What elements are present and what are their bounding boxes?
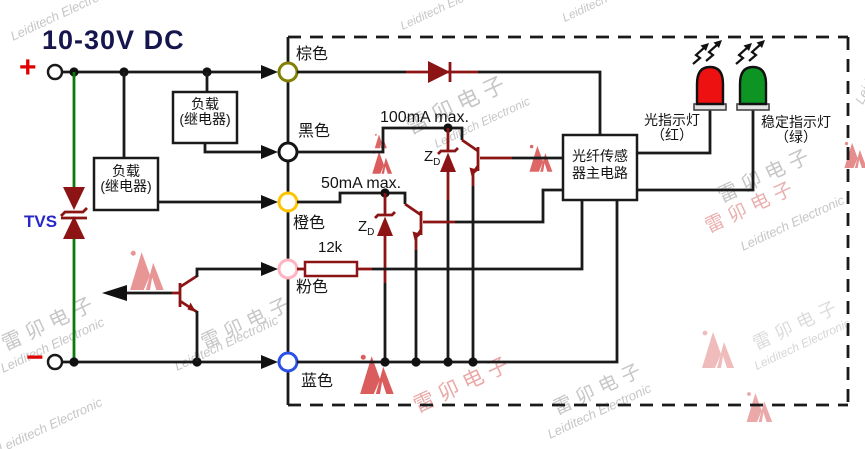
- load-relay-box-2: [92, 72, 262, 212]
- tvs-label: TVS: [24, 212, 58, 231]
- green-led-icon: [738, 65, 768, 106]
- brown-wire-diode: [297, 61, 602, 135]
- load-label-line1: 负载: [191, 96, 219, 112]
- indicator-green-led: [637, 40, 770, 192]
- plus-terminal-circle: [46, 63, 64, 81]
- terminal-pink: [261, 258, 299, 280]
- resistor-value-label: 12k: [318, 239, 343, 256]
- resistor-icon: [303, 260, 359, 278]
- plus-polarity-label: +: [19, 51, 37, 84]
- load-relay-label-1: 负载 (继电器): [165, 97, 245, 126]
- indicator-red-led: [637, 40, 727, 155]
- main-circuit-line1: 光纤传感: [572, 148, 628, 164]
- red-indicator-label: 光指示灯 （红）: [629, 113, 715, 143]
- current-limit-50ma-label: 50mA max.: [321, 175, 402, 192]
- load-label-line2: (继电器): [179, 110, 231, 127]
- zener-label-2: ZD: [358, 219, 374, 239]
- minus-terminal-circle: [46, 353, 64, 371]
- light-emission-arrows: [692, 40, 722, 65]
- blue-zero-volt-rail: [297, 200, 619, 367]
- terminal-brown: [261, 61, 299, 83]
- load-label-line2: (继电器): [100, 177, 152, 194]
- pink-input-channel: [297, 200, 584, 278]
- main-circuit-line2: 器主电路: [572, 165, 628, 181]
- zener-z: Z: [358, 218, 368, 235]
- npn-transistor-icon: [404, 202, 455, 250]
- load-relay-box-1: [171, 72, 262, 154]
- green-indicator-line2: （绿）: [775, 129, 817, 145]
- zener-sub: D: [433, 157, 441, 168]
- zener-label-1: ZD: [424, 149, 440, 169]
- zener-diode-icon: [437, 128, 459, 200]
- green-indicator-label: 稳定指示灯 （绿）: [750, 115, 842, 145]
- terminal-orange: [261, 191, 299, 213]
- leiditech-logo: [374, 133, 387, 149]
- terminal-blue: [261, 351, 299, 373]
- black-output-channel: [297, 123, 563, 362]
- orange-output-channel: [297, 188, 563, 362]
- external-input-arrow: [102, 285, 127, 301]
- main-circuit-label: 光纤传感 器主电路: [560, 148, 640, 182]
- terminal-black: [261, 141, 299, 163]
- main-circuit-box: [561, 133, 639, 202]
- red-indicator-line2: （红）: [651, 127, 693, 143]
- minus-polarity-label: −: [26, 341, 44, 374]
- terminal-label-orange: 橙色: [293, 215, 326, 232]
- load-relay-label-2: 负载 (继电器): [86, 164, 166, 193]
- light-emission-arrows: [735, 40, 765, 65]
- red-led-icon: [695, 65, 725, 106]
- leiditech-logo: [372, 150, 393, 174]
- external-transistor-icon: [102, 267, 262, 362]
- current-limit-100ma-label: 100mA max.: [380, 109, 469, 126]
- leiditech-logo: [702, 330, 734, 368]
- zener-sub: D: [367, 227, 375, 238]
- positive-rail: [46, 63, 262, 81]
- supply-voltage-title: 10-30V DC: [42, 25, 185, 55]
- sensor-boundary: [286, 35, 850, 407]
- zener-diode-icon: [374, 193, 396, 283]
- tvs-diode-icon: [60, 187, 88, 239]
- leiditech-logo: [746, 392, 773, 422]
- diode-icon: [428, 61, 452, 83]
- tvs-branch: [60, 72, 88, 362]
- terminal-label-blue: 蓝色: [301, 373, 334, 390]
- zener-z: Z: [424, 148, 434, 165]
- terminal-label-pink: 粉色: [296, 279, 329, 296]
- red-indicator-line1: 光指示灯: [644, 112, 700, 128]
- terminal-label-black: 黑色: [298, 123, 331, 140]
- negative-rail: [46, 353, 262, 371]
- leiditech-logo: [130, 250, 164, 290]
- green-indicator-line1: 稳定指示灯: [761, 114, 831, 130]
- load-label-line1: 负载: [112, 163, 140, 179]
- terminal-label-brown: 棕色: [296, 46, 329, 63]
- npn-transistor-icon: [461, 138, 512, 186]
